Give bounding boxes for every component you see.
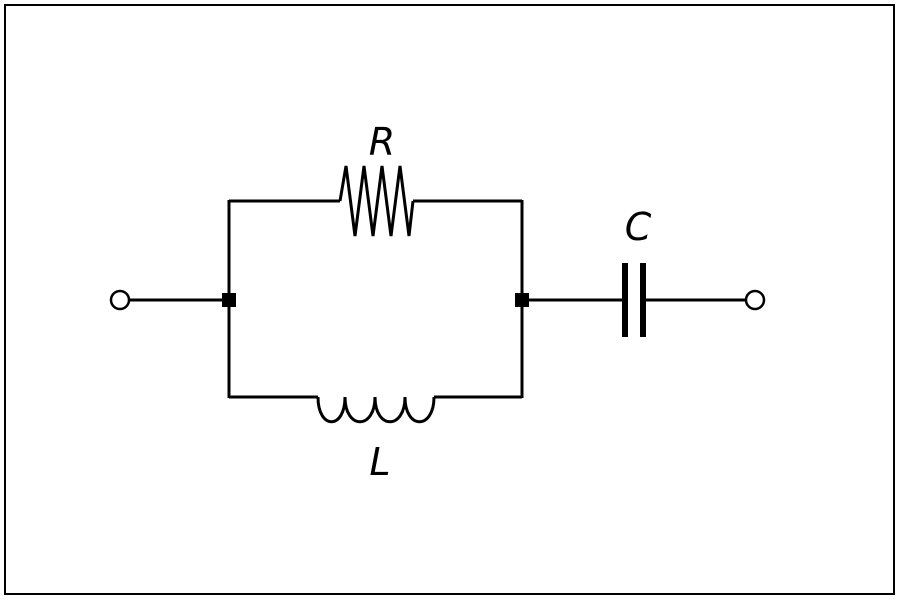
output-terminal [744,289,766,311]
right-junction-node [515,293,529,307]
inductor-symbol [316,396,436,424]
input-terminal [109,289,131,311]
capacitor-label: C [625,205,652,249]
resistor-symbol [338,165,415,237]
left-junction-node [222,293,236,307]
resistor-label: R [369,120,395,164]
diagram-frame [4,4,895,595]
inductor-label: L [369,440,390,484]
